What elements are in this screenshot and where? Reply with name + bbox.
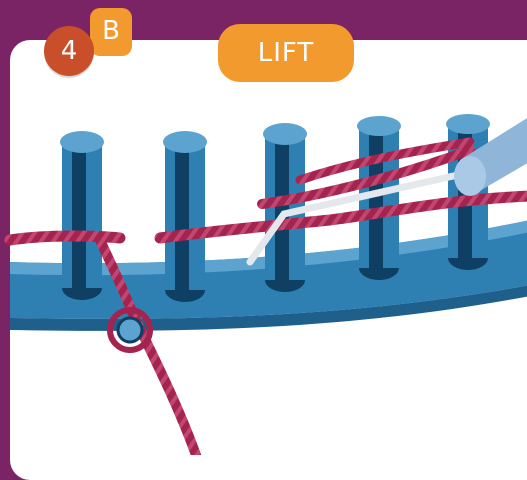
- loom-peg: [60, 131, 104, 300]
- yarn-strand-lower: [4, 190, 527, 246]
- step-variant-badge: B: [90, 8, 132, 56]
- yarn-strand-upper: [257, 145, 475, 209]
- action-label: LIFT: [257, 38, 315, 68]
- slip-knot: [107, 307, 153, 353]
- yarn-strand-top: [295, 137, 475, 185]
- slip-knot-center: [116, 316, 144, 344]
- step-variant-label: B: [102, 16, 120, 46]
- step-number-label: 4: [60, 36, 78, 66]
- action-label-pill: LIFT: [218, 24, 354, 82]
- step-number-badge: 4: [44, 26, 94, 76]
- loom-hook-tool: [246, 166, 484, 266]
- loom-peg: [163, 131, 207, 302]
- loom-illustration: [4, 114, 527, 455]
